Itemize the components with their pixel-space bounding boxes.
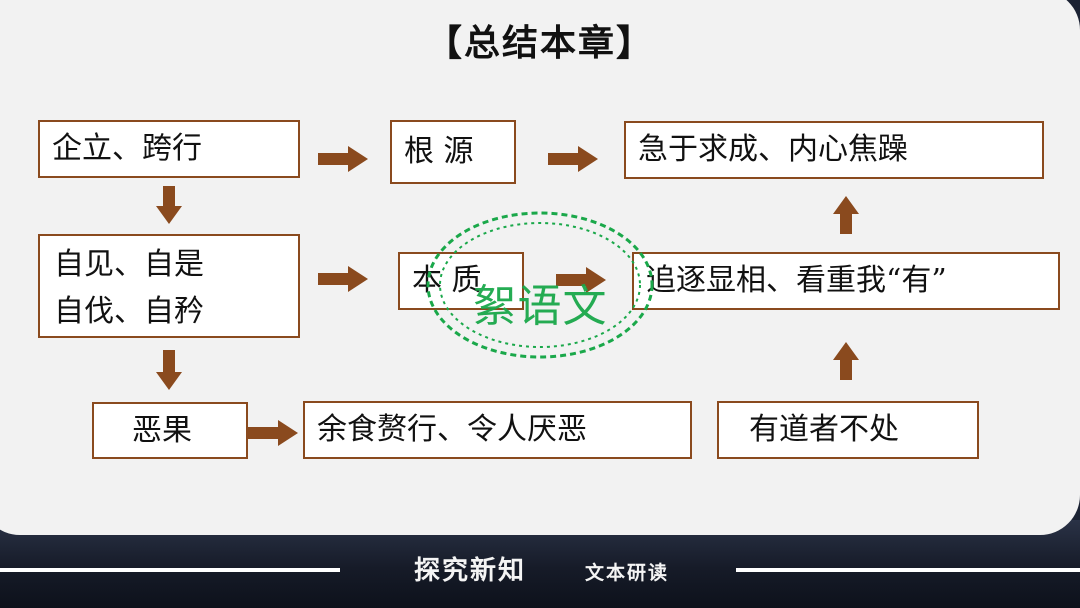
box-zi-jian-line2: 自伐、自矜: [54, 294, 204, 329]
box-ben-zhi-label: 本 质: [412, 263, 482, 298]
box-gen-yuan: 根 源: [390, 120, 516, 184]
box-zhui-zhu-label: 追逐显相、看重我“有”: [646, 263, 947, 298]
box-ji-yu: 急于求成、内心焦躁: [624, 121, 1044, 179]
page-title: 【总结本章】: [425, 23, 654, 64]
box-you-dao: 有道者不处: [717, 401, 979, 459]
box-ben-zhi: 本 质: [398, 252, 524, 310]
box-e-guo-label: 恶果: [132, 413, 192, 448]
watermark-stamp-icon: [420, 205, 660, 365]
box-zhui-zhu: 追逐显相、看重我“有”: [632, 252, 1060, 310]
box-gen-yuan-label: 根 源: [404, 134, 474, 169]
box-you-dao-label: 有道者不处: [749, 412, 899, 447]
arrow-up-icon: [833, 342, 859, 380]
watermark-text: 絮语文: [472, 281, 608, 332]
box-qi-li-label: 企立、跨行: [52, 131, 202, 166]
arrow-right-icon: [556, 267, 606, 293]
box-yu-shi-label: 余食赘行、令人厌恶: [317, 412, 587, 447]
box-zi-jian-line1: 自见、自是: [54, 247, 204, 282]
box-yu-shi: 余食赘行、令人厌恶: [303, 401, 692, 459]
arrow-right-icon: [248, 420, 298, 446]
arrow-right-icon: [318, 266, 368, 292]
box-qi-li: 企立、跨行: [38, 120, 300, 178]
box-e-guo: 恶果: [92, 402, 248, 459]
footer-line-right: [736, 568, 1080, 572]
footer-line-left: [0, 568, 340, 572]
box-ji-yu-label: 急于求成、内心焦躁: [638, 132, 908, 167]
footer-section-title: 探究新知: [414, 556, 527, 586]
footer-section-subtitle: 文本研读: [585, 562, 670, 584]
arrow-right-icon: [548, 146, 598, 172]
arrow-down-icon: [156, 186, 182, 224]
arrow-up-icon: [833, 196, 859, 234]
arrow-down-icon: [156, 350, 182, 390]
box-zi-jian: 自见、自是 自伐、自矜: [38, 234, 300, 338]
arrow-right-icon: [318, 146, 368, 172]
